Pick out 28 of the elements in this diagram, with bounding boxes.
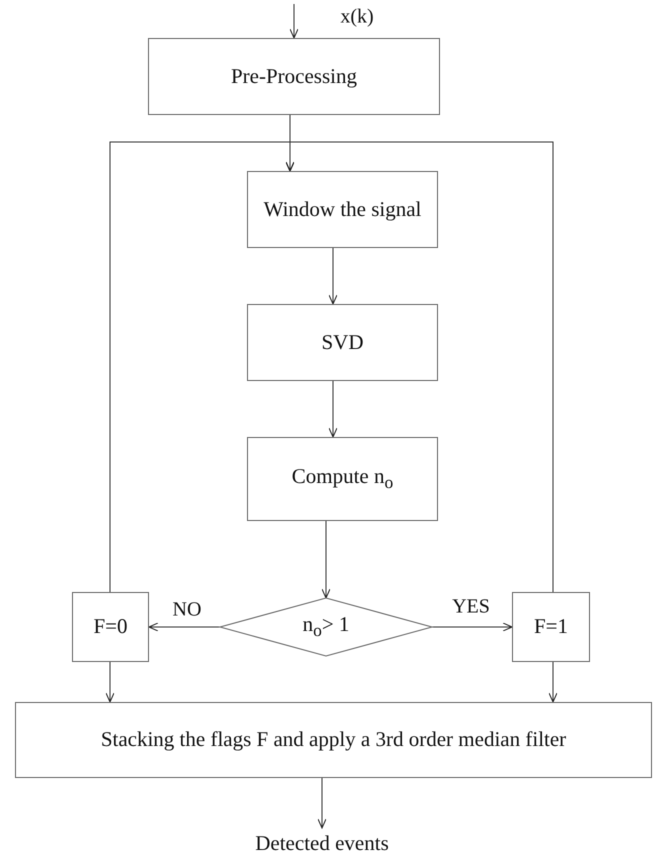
arrow xyxy=(328,380,338,438)
node-text: Compute n$_{o}$ xyxy=(292,465,394,493)
node-text: SVD xyxy=(321,330,364,354)
node-text: Stacking the flags F and apply a 3rd order median filter xyxy=(100,728,566,752)
process-box xyxy=(15,702,652,778)
arrow xyxy=(286,142,554,592)
arrow xyxy=(322,520,330,598)
arrow xyxy=(548,662,558,702)
node-text: Window the signal xyxy=(264,198,422,222)
process-box xyxy=(247,171,438,248)
node-text: n$_{o}$> 1 xyxy=(302,613,350,641)
arrow xyxy=(290,4,298,38)
arrow xyxy=(106,662,114,702)
edge-label: x(k) xyxy=(338,6,376,28)
output-text: Detected events xyxy=(255,832,389,856)
process-box xyxy=(512,592,590,662)
arrow xyxy=(318,778,326,828)
arrow xyxy=(328,248,338,304)
process-box xyxy=(247,304,438,381)
process-box xyxy=(148,38,440,115)
process-box xyxy=(72,592,149,662)
node-text: Pre-Processing xyxy=(231,64,357,88)
node-text: F=1 xyxy=(534,615,568,639)
arrow xyxy=(432,622,512,632)
node-text: F=0 xyxy=(93,615,128,639)
decision-diamond xyxy=(220,598,432,656)
process-box xyxy=(247,437,438,521)
arrow xyxy=(148,622,220,632)
